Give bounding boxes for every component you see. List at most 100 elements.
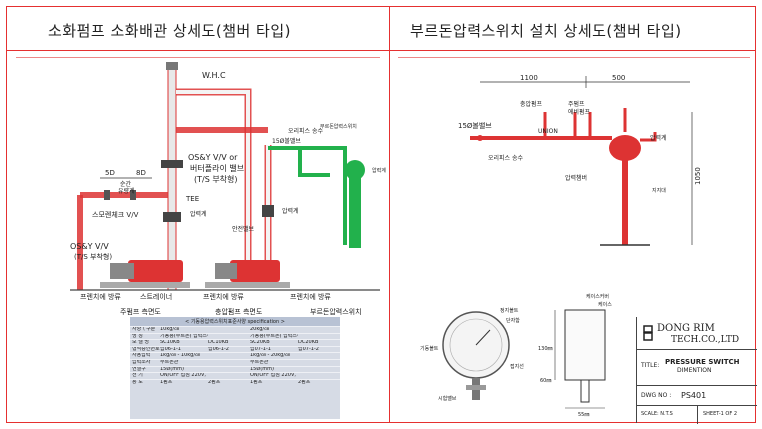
label-scale-plate: 단자함 — [506, 317, 520, 324]
spec-cell: 2펌프 — [208, 379, 221, 385]
label-chamber: 압력챔버 — [565, 174, 587, 182]
spec-cell: 부르돈관 — [250, 359, 269, 365]
spec-cell: 명 칭 — [132, 333, 143, 339]
title-block: DONG RIM TECH.CO.,LTD TITLE: PRESSURE SW… — [636, 317, 757, 424]
dwg-number: PS401 — [681, 391, 707, 400]
label-orifice: 오리피스 송수 — [288, 127, 324, 135]
label-gauge2: 압력계 — [190, 210, 207, 218]
spec-cell: 용 도 — [132, 379, 143, 385]
scale-text: SCALE: N.T.S — [641, 411, 673, 417]
spec-cell: 연결구 — [132, 366, 146, 372]
flow-meter-right — [130, 190, 136, 200]
sheet-text: SHEET-1 OF 2 — [703, 411, 738, 417]
spec-cell: DC20KB — [298, 340, 319, 346]
label-foot-left: 프렌치에 방류 — [80, 292, 121, 301]
header-pipe-inner — [176, 90, 250, 272]
check-valve-symbol — [163, 212, 181, 222]
label-butterfly: 버터플라이 밸브 — [190, 163, 244, 173]
label-osy-valve2: OS&Y V/V — [70, 242, 109, 251]
label-support: 지지대 — [652, 187, 666, 194]
chamber-support — [622, 160, 628, 245]
main-pump-base — [100, 282, 190, 288]
main-motor — [110, 263, 134, 279]
label-pressure-switch: 부르돈압력스위치 — [320, 123, 357, 130]
label-contact-adjust: 정지볼트 — [500, 307, 519, 314]
jockey-motor — [215, 263, 237, 279]
label-side-switch: 부르돈압력스위치 — [310, 307, 362, 316]
label-gauge-right: 압력계 — [650, 134, 667, 142]
spec-cell: 부르돈관 — [160, 359, 179, 365]
label-flow-meter: 순간 — [120, 180, 132, 188]
spec-cell: 기동용(부르돈) 압력스위치 — [250, 333, 298, 339]
sensing-line-green — [268, 146, 347, 245]
dim-1050: 1050 — [694, 167, 702, 185]
label-side-main: 주펌프 측면도 — [120, 307, 161, 316]
label-gauge3: 압력계 — [282, 207, 299, 215]
label-side-jockey: 충압펌프 측면도 — [215, 307, 263, 316]
title-label: TITLE: — [641, 362, 660, 369]
label-jockey-pump: 충압펌프 — [520, 100, 543, 108]
label-gauge-left: 압력계 — [372, 167, 386, 174]
drawing-frame — [6, 6, 756, 423]
right-title: 부르돈압력스위치 설치 상세도(챔버 타입) — [410, 22, 682, 40]
label-dim60: 60㎜ — [540, 378, 551, 384]
chamber-outlets — [623, 108, 657, 142]
label-main-pump: 주펌프 — [568, 101, 585, 108]
title-cell: TITLE: PRESSURE SWITCH DIMENTION — [637, 349, 757, 385]
label-ts-type: (T/S 부착형) — [194, 175, 238, 184]
spec-cell: 10kg/㎠ — [160, 327, 180, 332]
spec-cell: 압07-1-2 — [298, 346, 319, 352]
label-whc: W.H.C — [202, 71, 226, 80]
spec-cell: 사용압력 — [132, 353, 151, 359]
case-connector — [580, 379, 590, 403]
spec-cell: 압06-1-1 — [160, 346, 181, 352]
spec-cell: 전 기 — [132, 373, 143, 379]
label-flow-meter2: 유량계 — [118, 187, 135, 195]
title-line1: PRESSURE SWITCH — [665, 358, 740, 366]
label-check-valve: 스모렌체크 V/V — [92, 210, 139, 219]
label-osy-valve: OS&Y V/V or — [188, 153, 238, 162]
dwg-label: DWG NO : — [641, 392, 672, 399]
label-case: 케이스 — [598, 301, 612, 308]
spec-cell: 모 델 명 — [132, 340, 149, 346]
dim-1100: 1100 — [520, 74, 538, 82]
company-name: DONG RIM — [657, 323, 715, 334]
spec-cell: 압06-1-2 — [208, 346, 229, 352]
spec-cell: 15Ø(mm) — [250, 366, 274, 372]
ball-valve-symbol — [477, 135, 483, 141]
label-dim55: 55㎜ — [578, 412, 589, 418]
spec-cell: 압력소자 — [132, 359, 151, 365]
spec-row: 전 기ON/OFF 접점 220V, 3AON/OFF 접점 220V, 3A — [130, 372, 340, 379]
sheet-divider — [389, 6, 390, 423]
gauge-valve — [466, 385, 486, 390]
jockey-check-valve — [262, 205, 274, 217]
dim-500: 500 — [612, 74, 625, 82]
label-dim130: 130㎜ — [538, 346, 553, 352]
label-tee: TEE — [185, 195, 199, 203]
label-stop-valve: 시험밸브 — [438, 395, 457, 402]
riser-cap — [166, 62, 178, 70]
label-8d: 8D — [136, 169, 146, 177]
company-name2: TECH.CO.,LTD — [671, 335, 740, 345]
spec-cell: 압07-1-1 — [250, 346, 271, 352]
gauge-needle — [475, 329, 491, 346]
dwg-cell: DWG NO : PS401 — [637, 385, 757, 405]
label-union: UNION — [538, 128, 558, 135]
right-inner-line — [398, 57, 750, 58]
label-foot-mid: 프렌치에 방류 — [203, 292, 244, 301]
jockey-pump-base — [205, 282, 290, 288]
scale-divider — [697, 406, 698, 424]
spec-cell: SC20KB — [250, 340, 270, 346]
label-5d: 5D — [105, 169, 115, 177]
company-logo — [643, 325, 653, 341]
